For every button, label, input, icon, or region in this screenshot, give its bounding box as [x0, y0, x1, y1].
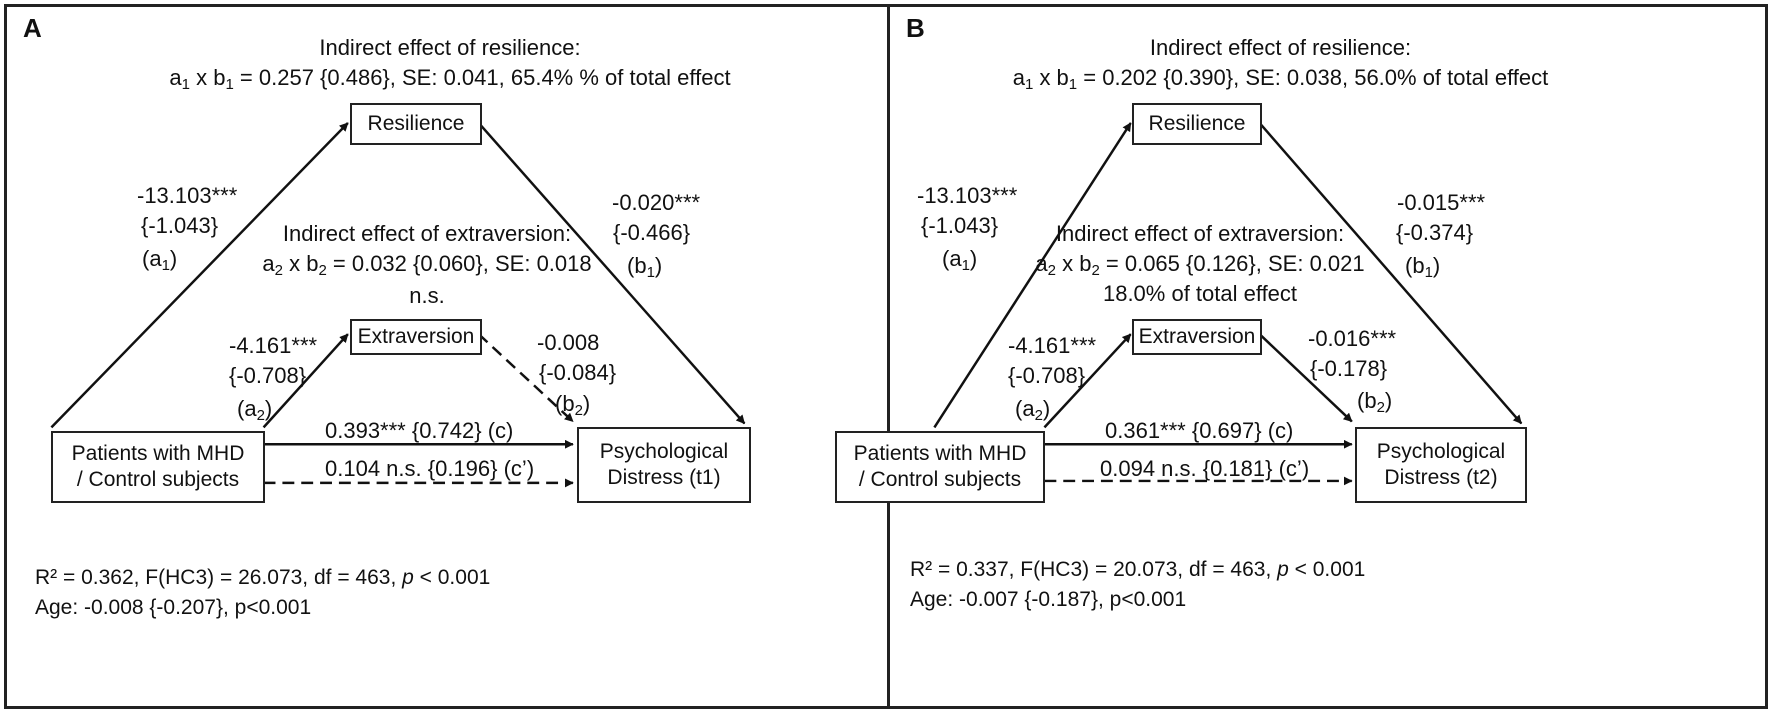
path-a2-std: {-0.708}	[229, 363, 307, 388]
panel-b-arrows	[933, 122, 1523, 486]
path-b2-coef: -0.008	[537, 330, 600, 355]
path-c-label: 0.361*** {0.697} (c)	[1105, 418, 1294, 443]
path-a2-std: {-0.708}	[1008, 363, 1086, 388]
path-b1-std: {-0.374}	[1396, 220, 1474, 245]
resilience-node: Resilience	[350, 103, 482, 145]
path-a1-label: (a1)	[142, 246, 178, 274]
path-b2-std: {-0.178}	[1310, 356, 1388, 381]
indirect-extraversion-equation: a2 x b2 = 0.032 {0.060}, SE: 0.018	[262, 251, 592, 279]
path-b1-std: {-0.466}	[613, 220, 691, 245]
panel-a: A Indirect effect of resilience: a1 x b1…	[4, 4, 890, 709]
model-fit-stats: R² = 0.337, F(HC3) = 20.073, df = 463, p…	[910, 558, 1366, 581]
path-b1-coef: -0.015***	[1397, 190, 1486, 215]
path-a1-label: (a1)	[942, 246, 978, 274]
path-c-prime-label: 0.104 n.s. {0.196} (c’)	[325, 456, 535, 481]
path-b1-label: (b1)	[627, 253, 663, 281]
path-a2-label: (a2)	[1015, 396, 1051, 424]
panel-letter: A	[23, 13, 42, 43]
path-b2-arrow	[477, 333, 574, 423]
path-b1-arrow	[477, 122, 746, 425]
indirect-extraversion-note: 18.0% of total effect	[1102, 281, 1298, 306]
indirect-resilience-equation: a1 x b1 = 0.257 {0.486}, SE: 0.041, 65.4…	[169, 65, 731, 93]
path-a2-coef: -4.161***	[1008, 333, 1097, 358]
panel-b: B Indirect effect of resilience: a1 x b1…	[835, 4, 1768, 709]
path-a1-coef: -13.103***	[137, 183, 238, 208]
model-fit-stats: R² = 0.362, F(HC3) = 26.073, df = 463, p…	[35, 566, 491, 589]
resilience-node: Resilience	[1132, 103, 1262, 145]
path-b1-label: (b1)	[1405, 253, 1441, 281]
panel-a-arrows	[50, 122, 746, 488]
panel-letter: B	[906, 13, 925, 43]
path-a1-arrow	[50, 122, 349, 429]
path-c-label: 0.393*** {0.742} (c)	[325, 418, 514, 443]
path-a2-arrow	[1043, 333, 1132, 429]
age-covariate: Age: -0.007 {-0.187}, p<0.001	[910, 588, 1187, 611]
indirect-resilience-title: Indirect effect of resilience:	[1149, 35, 1412, 60]
indirect-extraversion-note: n.s.	[409, 283, 445, 308]
path-b2-coef: -0.016***	[1308, 326, 1397, 351]
indirect-extraversion-title: Indirect effect of extraversion:	[282, 221, 572, 246]
path-a1-coef: -13.103***	[917, 183, 1018, 208]
indirect-resilience-equation: a1 x b1 = 0.202 {0.390}, SE: 0.038, 56.0…	[1012, 65, 1549, 93]
path-b2-label: (b2)	[1357, 388, 1393, 416]
path-a2-label: (a2)	[237, 396, 273, 424]
path-b2-label: (b2)	[555, 391, 591, 419]
path-a1-std: {-1.043}	[141, 213, 219, 238]
indirect-extraversion-equation: a2 x b2 = 0.065 {0.126}, SE: 0.021	[1035, 251, 1365, 279]
path-a2-coef: -4.161***	[229, 333, 318, 358]
path-a1-arrow	[933, 122, 1132, 429]
path-a1-std: {-1.043}	[921, 213, 999, 238]
path-a2-arrow	[262, 333, 349, 429]
group-node: Patients with MHD/ Control subjects	[51, 431, 265, 503]
path-b1-arrow	[1258, 122, 1523, 425]
indirect-resilience-title: Indirect effect of resilience:	[319, 35, 581, 60]
path-b1-coef: -0.020***	[612, 190, 701, 215]
path-b2-arrow	[1258, 333, 1353, 423]
extraversion-node: Extraversion	[1132, 319, 1262, 355]
indirect-extraversion-title: Indirect effect of extraversion:	[1055, 221, 1345, 246]
age-covariate: Age: -0.008 {-0.207}, p<0.001	[35, 596, 312, 619]
extraversion-node: Extraversion	[350, 319, 482, 355]
group-node: Patients with MHD/ Control subjects	[835, 431, 1045, 503]
path-c-prime-label: 0.094 n.s. {0.181} (c’)	[1100, 456, 1310, 481]
path-b2-std: {-0.084}	[539, 360, 617, 385]
